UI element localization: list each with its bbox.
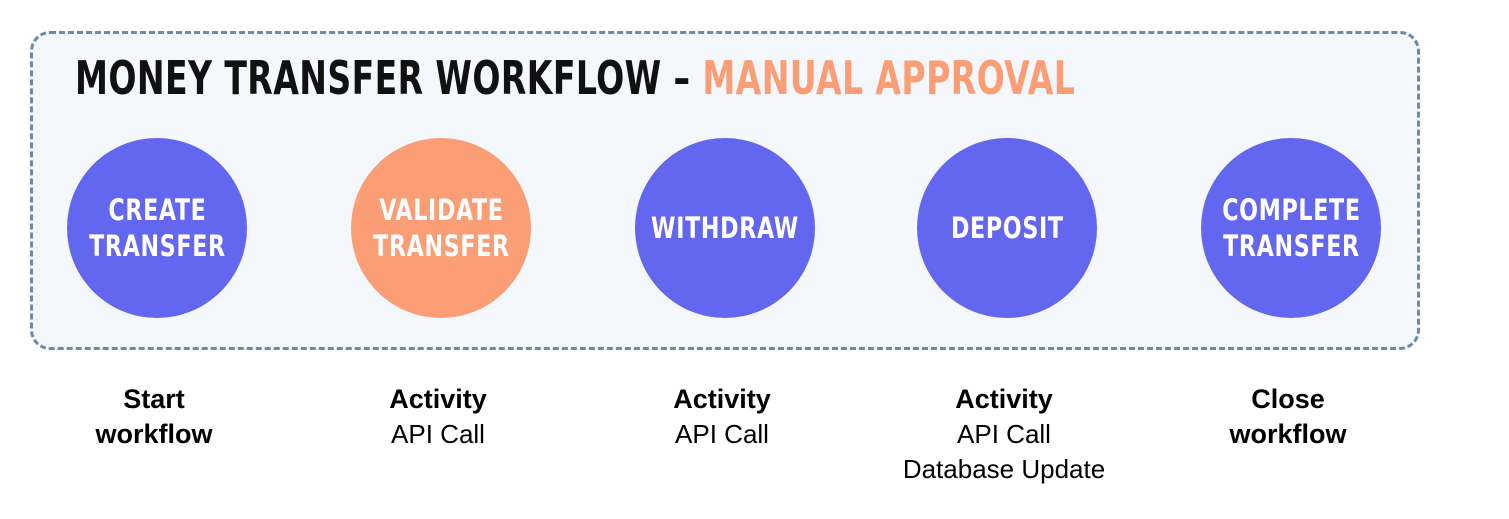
caption-complete-transfer: Close workflow [1138, 382, 1438, 452]
caption-line-2: API Call [391, 419, 485, 449]
node-label: COMPLETE TRANSFER [1221, 193, 1361, 263]
caption-line-2: workflow [95, 419, 213, 449]
caption-line-2: API Call [675, 419, 769, 449]
workflow-node-deposit[interactable]: DEPOSIT [917, 138, 1097, 318]
workflow-node-validate-transfer[interactable]: VALIDATE TRANSFER [351, 138, 531, 318]
page-title: MONEY TRANSFER WORKFLOW – MANUAL APPROVA… [75, 55, 1075, 101]
title-separator: – [661, 51, 703, 105]
workflow-node-create-transfer[interactable]: CREATE TRANSFER [67, 138, 247, 318]
title-accent-text: MANUAL APPROVAL [702, 51, 1076, 105]
caption-line-1: Activity [673, 384, 771, 414]
caption-line-1: Close [1251, 384, 1325, 414]
title-main-text: MONEY TRANSFER WORKFLOW [75, 51, 662, 105]
workflow-node-withdraw[interactable]: WITHDRAW [635, 138, 815, 318]
workflow-panel: MONEY TRANSFER WORKFLOW – MANUAL APPROVA… [30, 31, 1420, 350]
node-label: CREATE TRANSFER [88, 193, 226, 263]
node-label: VALIDATE TRANSFER [372, 193, 510, 263]
caption-line-2: workflow [1229, 419, 1347, 449]
node-label: DEPOSIT [950, 211, 1064, 245]
caption-withdraw: Activity API Call [572, 382, 872, 452]
caption-deposit: Activity API Call Database Update [854, 382, 1154, 487]
caption-line-1: Start [123, 384, 185, 414]
caption-line-1: Activity [389, 384, 487, 414]
workflow-caption-row: Start workflow Activity API Call Activit… [30, 382, 1420, 512]
caption-line-3: Database Update [902, 454, 1106, 484]
node-label: WITHDRAW [651, 211, 799, 245]
workflow-node-complete-transfer[interactable]: COMPLETE TRANSFER [1201, 138, 1381, 318]
caption-line-1: Activity [955, 384, 1053, 414]
caption-create-transfer: Start workflow [4, 382, 304, 452]
caption-line-2: API Call [957, 419, 1051, 449]
caption-validate-transfer: Activity API Call [288, 382, 588, 452]
workflow-node-row: CREATE TRANSFER VALIDATE TRANSFER WITHDR… [33, 138, 1423, 318]
